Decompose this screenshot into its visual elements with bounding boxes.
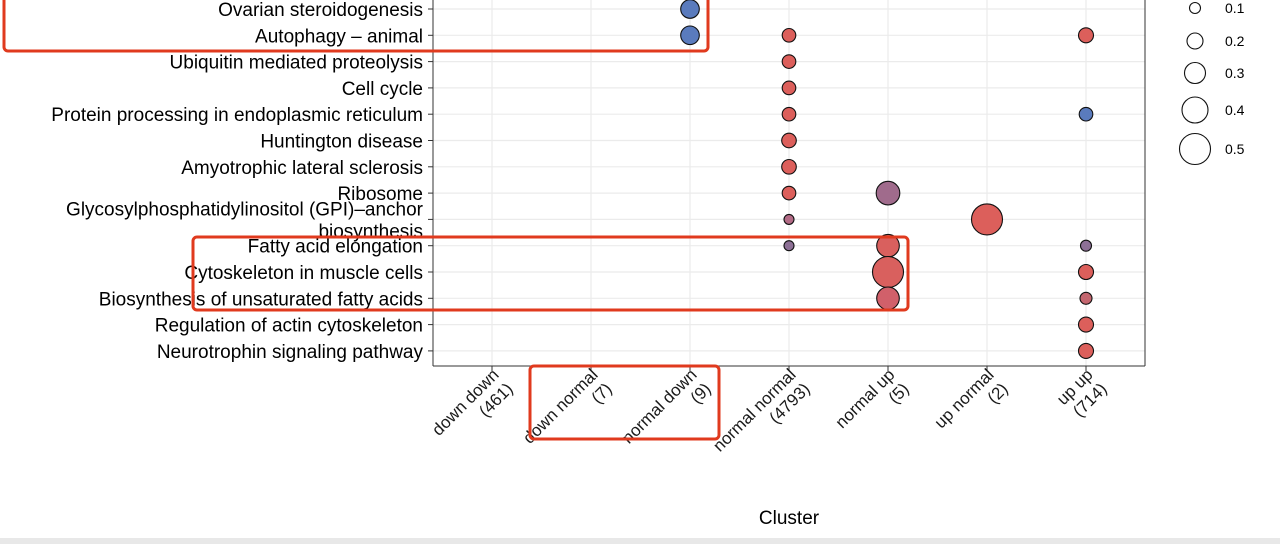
y-tick-label: Huntington disease: [260, 132, 423, 153]
x-tick-label: up normal(2): [931, 365, 1012, 446]
data-point: [1077, 342, 1095, 359]
data-point: [1077, 27, 1095, 44]
data-point: [970, 203, 1004, 236]
y-tick-label: Regulation of actin cytoskeleton: [155, 316, 423, 337]
y-tick-label: Ovarian steroidogenesis: [218, 0, 423, 21]
legend-size-label: 0.1: [1225, 0, 1245, 16]
data-point: [876, 286, 900, 311]
y-tick-label: Fatty acid elongation: [248, 237, 423, 258]
data-point: [781, 54, 797, 69]
data-point: [1079, 291, 1093, 305]
data-point: [781, 106, 797, 122]
highlight-box: [191, 235, 910, 312]
data-point: [871, 255, 905, 289]
legend-size-circle: [1181, 96, 1209, 124]
data-point: [781, 80, 797, 96]
x-tick-label: down down(461): [428, 365, 516, 453]
data-point: [781, 158, 797, 175]
y-tick-label: Ribosome: [337, 184, 423, 205]
data-point: [783, 213, 795, 225]
y-tick-label: Biosynthesis of unsaturated fatty acids: [99, 289, 423, 310]
data-point: [1077, 316, 1095, 333]
x-tick-label: normal normal(4793): [709, 365, 813, 469]
legend-size-label: 0.5: [1225, 141, 1245, 157]
data-point: [875, 180, 901, 206]
data-point: [781, 27, 797, 43]
legend-size-circle: [1186, 32, 1204, 50]
x-tick-label: normal down(9): [618, 365, 714, 461]
data-point: [1077, 263, 1095, 281]
y-tick-label: Protein processing in endoplasmic reticu…: [51, 105, 423, 126]
y-tick-label: Autophagy – animal: [255, 26, 423, 47]
data-point: [781, 132, 797, 149]
y-tick-label: Ubiquitin mediated proteolysis: [170, 53, 423, 74]
legend-size-circle: [1178, 132, 1212, 166]
data-point: [1079, 239, 1093, 252]
y-tick-label: Amyotrophic lateral sclerosis: [181, 158, 423, 179]
data-points: [680, 0, 1095, 359]
highlight-box: [528, 364, 721, 441]
highlight-boxes: [2, 0, 910, 441]
x-tick-label: down normal(7): [519, 365, 615, 461]
size-legend: 0.1 0.2 0.3 0.4 0.5: [1178, 0, 1245, 166]
data-point: [783, 240, 795, 252]
legend-size-label: 0.4: [1225, 102, 1245, 118]
legend-size-label: 0.3: [1225, 65, 1245, 81]
data-point: [1078, 106, 1094, 122]
highlight-box: [2, 0, 710, 53]
data-point: [781, 185, 797, 201]
x-tick-label: normal up(5): [832, 365, 913, 446]
data-point: [680, 0, 700, 19]
x-tick-label: up up(714): [1053, 365, 1111, 423]
legend-size-circle: [1183, 61, 1207, 85]
y-tick-label: Cytoskeleton in muscle cells: [184, 263, 423, 284]
bottom-scroll-strip: [0, 538, 1280, 544]
y-tick-label: Neurotrophin signaling pathway: [157, 342, 424, 363]
legend-size-circle: [1188, 1, 1202, 15]
x-axis-title: Cluster: [759, 508, 820, 529]
y-tick-label: Cell cycle: [342, 79, 423, 100]
legend-size-label: 0.2: [1225, 33, 1245, 49]
data-point: [680, 25, 700, 46]
